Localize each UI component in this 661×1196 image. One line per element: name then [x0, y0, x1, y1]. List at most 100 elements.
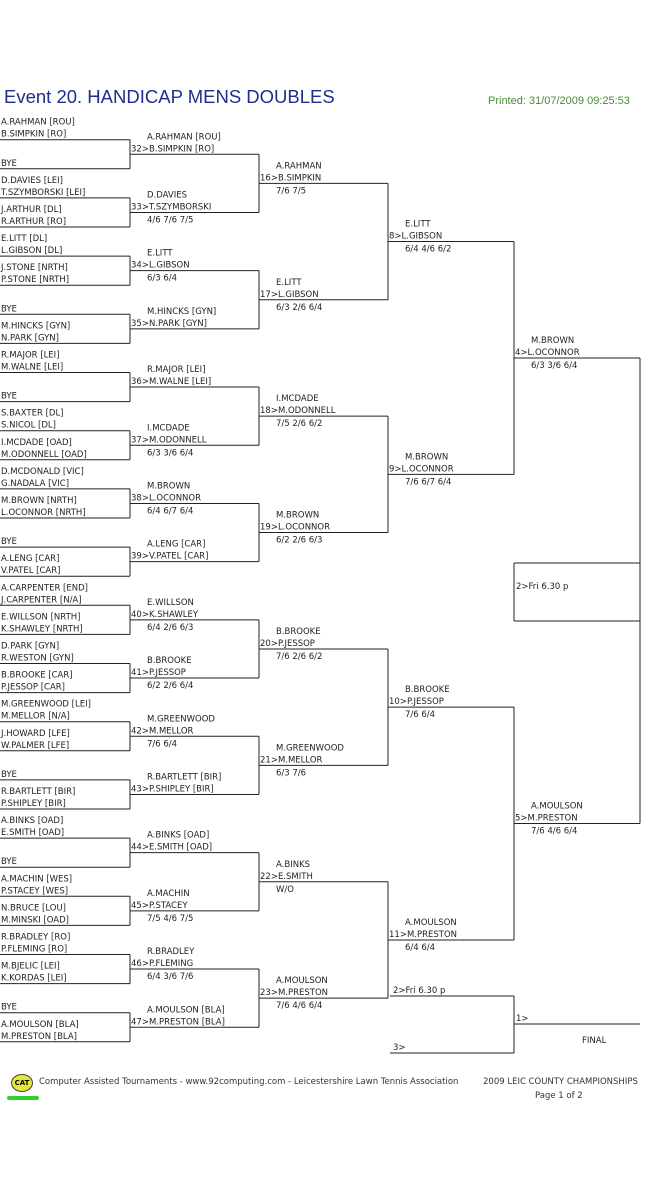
- winner-name: 35>N.PARK [GYN]: [131, 319, 207, 329]
- player-name: S.NICOL [DL]: [1, 421, 56, 431]
- winner-name: A.MACHIN: [147, 889, 190, 899]
- match-score: 6/4 2/6 6/3: [147, 623, 193, 633]
- player-name: M.PRESTON [BLA]: [1, 1032, 77, 1042]
- bye-entry: BYE: [1, 857, 17, 867]
- winner-name: B.BROOKE: [276, 627, 321, 637]
- player-name: A.MACHIN [WES]: [1, 874, 72, 884]
- winner-name: 34>L.GIBSON: [131, 261, 190, 271]
- match-score: 6/2 2/6 6/4: [147, 681, 193, 691]
- match-score: 4/6 7/6 7/5: [147, 215, 193, 225]
- winner-name: E.LITT: [147, 249, 173, 259]
- winner-name: 18>M.ODONNELL: [260, 406, 336, 416]
- winner-name: 44>E.SMITH [OAD]: [131, 843, 212, 853]
- winner-name: 22>E.SMITH: [260, 872, 313, 882]
- bye-entry: BYE: [1, 770, 17, 780]
- player-name: P.JESSOP [CAR]: [1, 683, 65, 693]
- player-name: B.BROOKE [CAR]: [1, 671, 73, 681]
- match-score: W/O: [276, 885, 294, 895]
- winner-name: R.MAJOR [LEI]: [147, 365, 206, 375]
- winner-name: A.LENG [CAR]: [147, 540, 205, 550]
- winner-name: 17>L.GIBSON: [260, 290, 319, 300]
- player-name: M.MELLOR [N/A]: [1, 712, 70, 722]
- winner-name: 8>L.GIBSON: [389, 232, 442, 242]
- winner-name: 16>B.SIMPKIN: [260, 173, 321, 183]
- winner-name: A.BINKS: [276, 860, 310, 870]
- final-slot: 2>Fri 6.30 p: [393, 986, 445, 996]
- bye-entry: BYE: [1, 304, 17, 314]
- player-name: B.SIMPKIN [RO]: [1, 130, 66, 140]
- page-title: Event 20. HANDICAP MENS DOUBLES: [4, 86, 335, 107]
- player-name: I.MCDADE [OAD]: [1, 438, 72, 448]
- player-name: D.PARK [GYN]: [1, 642, 59, 652]
- winner-name: A.MOULSON: [531, 802, 583, 812]
- player-name: P.STONE [NRTH]: [1, 275, 69, 285]
- match-score: 6/3 7/6: [276, 768, 306, 778]
- winner-name: 43>P.SHIPLEY [BIR]: [131, 784, 214, 794]
- player-name: E.WILLSON [NRTH]: [1, 612, 80, 622]
- player-name: K.SHAWLEY [NRTH]: [1, 624, 83, 634]
- winner-name: M.GREENWOOD: [147, 714, 215, 724]
- match-score: 6/3 3/6 6/4: [531, 361, 577, 371]
- final-label: FINAL: [582, 1036, 607, 1046]
- match-score: 6/4 6/7 6/4: [147, 506, 193, 516]
- match-score: 6/3 6/4: [147, 274, 177, 284]
- player-name: A.LENG [CAR]: [1, 554, 59, 564]
- player-name: R.BARTLETT [BIR]: [1, 787, 75, 797]
- match-score: 6/3 2/6 6/4: [276, 303, 322, 313]
- footer-credit: Computer Assisted Tournaments - www.92co…: [39, 1077, 459, 1087]
- player-name: R.MAJOR [LEI]: [1, 351, 60, 361]
- match-score: 6/4 4/6 6/2: [405, 245, 451, 255]
- cat-logo: CAT: [11, 1074, 33, 1092]
- player-name: M.MINSKI [OAD]: [1, 915, 69, 925]
- player-name: R.ARTHUR [RO]: [1, 217, 66, 227]
- winner-name: 21>M.MELLOR: [260, 755, 323, 765]
- winner-name: D.DAVIES: [147, 190, 187, 200]
- winner-name: M.BROWN: [276, 511, 319, 521]
- player-name: A.BINKS [OAD]: [1, 816, 63, 826]
- winner-name: 20>P.JESSOP: [260, 639, 315, 649]
- player-name: M.WALNE [LEI]: [1, 363, 63, 373]
- winner-name: E.LITT: [405, 220, 431, 230]
- winner-name: 19>L.OCONNOR: [260, 523, 330, 533]
- player-name: M.BROWN [NRTH]: [1, 496, 77, 506]
- winner-name: A.MOULSON: [276, 976, 328, 986]
- player-name: G.NADALA [VIC]: [1, 479, 69, 489]
- logo-underline: [7, 1096, 39, 1100]
- player-name: M.HINCKS [GYN]: [1, 321, 70, 331]
- player-name: K.KORDAS [LEI]: [1, 974, 67, 984]
- bye-entry: BYE: [1, 1003, 17, 1013]
- player-name: N.BRUCE [LOU]: [1, 903, 66, 913]
- winner-name: R.BRADLEY: [147, 947, 195, 957]
- footer-page-number: Page 1 of 2: [535, 1091, 583, 1101]
- winner-name: I.MCDADE: [276, 394, 319, 404]
- schedule-note: 2>Fri 6.30 p: [516, 582, 568, 592]
- winner-name: 41>P.JESSOP: [131, 668, 186, 678]
- winner-name: 47>M.PRESTON [BLA]: [131, 1017, 225, 1027]
- player-name: W.PALMER [LFE]: [1, 741, 69, 751]
- player-name: A.MOULSON [BLA]: [1, 1020, 79, 1030]
- player-name: R.BRADLEY [RO]: [1, 933, 70, 943]
- match-score: 7/6 7/5: [276, 186, 306, 196]
- winner-name: A.MOULSON: [405, 918, 457, 928]
- winner-name: M.BROWN: [405, 452, 448, 462]
- winner-name: 36>M.WALNE [LEI]: [131, 377, 211, 387]
- match-score: 6/4 6/4: [405, 943, 435, 953]
- winner-name: 39>V.PATEL [CAR]: [131, 552, 208, 562]
- winner-name: I.MCDADE: [147, 423, 190, 433]
- winner-name: 11>M.PRESTON: [389, 930, 457, 940]
- winner-name: 42>M.MELLOR: [131, 726, 194, 736]
- winner-name: M.BROWN: [147, 481, 190, 491]
- player-name: R.WESTON [GYN]: [1, 654, 74, 664]
- player-name: P.FLEMING [RO]: [1, 945, 67, 955]
- player-name: M.GREENWOOD [LEI]: [1, 700, 91, 710]
- winner-name: 5>M.PRESTON: [515, 814, 578, 824]
- bye-entry: BYE: [1, 537, 17, 547]
- winner-name: 38>L.OCONNOR: [131, 493, 201, 503]
- printed-timestamp: Printed: 31/07/2009 09:25:53: [488, 95, 630, 107]
- match-score: 7/6 6/4: [405, 710, 435, 720]
- player-name: A.RAHMAN [ROU]: [1, 118, 75, 128]
- winner-name: A.RAHMAN: [276, 161, 322, 171]
- player-name: M.ODONNELL [OAD]: [1, 450, 87, 460]
- winner-name: E.LITT: [276, 278, 302, 288]
